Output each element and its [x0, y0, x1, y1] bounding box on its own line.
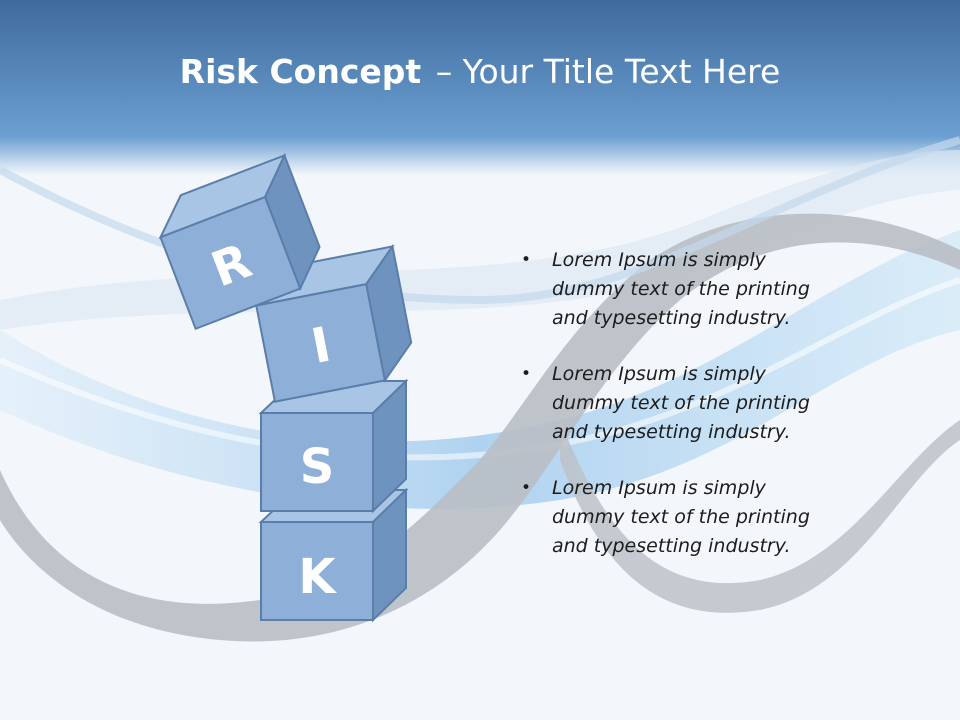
cube-s-front	[260, 412, 374, 512]
cube-k-front	[260, 521, 374, 621]
bullet-item-3: • Lorem Ipsum is simply dummy text of th…	[520, 474, 940, 561]
title-bold: Risk Concept	[179, 52, 422, 91]
bullet-1-line-3: and typesetting industry.	[552, 307, 791, 329]
bullet-3-line-1: Lorem Ipsum is simply	[552, 477, 766, 499]
cube-i-front	[255, 282, 387, 403]
bullet-2-line-3: and typesetting industry.	[552, 421, 791, 443]
wave-grey-left	[0, 213, 960, 642]
bullet-list: • Lorem Ipsum is simply dummy text of th…	[520, 246, 940, 588]
bullet-item-2: • Lorem Ipsum is simply dummy text of th…	[520, 360, 940, 447]
cube-r: R	[158, 152, 321, 331]
bullet-2-line-2: dummy text of the printing	[552, 392, 810, 414]
cube-k-letter: K	[298, 549, 337, 605]
bullet-item-1: • Lorem Ipsum is simply dummy text of th…	[520, 246, 940, 333]
slide-title: Risk Concept – Your Title Text Here	[0, 52, 960, 91]
wave-grey-right	[560, 420, 960, 613]
bullet-3-line-3: and typesetting industry.	[552, 535, 791, 557]
bullet-1-line-2: dummy text of the printing	[552, 278, 810, 300]
bullet-2-line-1: Lorem Ipsum is simply	[552, 363, 766, 385]
cube-r-front	[159, 195, 302, 331]
title-rest: – Your Title Text Here	[435, 52, 781, 91]
wave-thin-line	[0, 136, 960, 305]
cube-s-letter: S	[300, 439, 335, 495]
bullet-dot-1: •	[521, 250, 532, 270]
cube-i: I	[253, 243, 413, 403]
bullet-3-line-2: dummy text of the printing	[552, 506, 810, 528]
bullet-1-line-1: Lorem Ipsum is simply	[552, 249, 766, 271]
bullet-dot-3: •	[521, 478, 532, 498]
bullet-dot-2: •	[521, 364, 532, 384]
header-band	[0, 0, 960, 175]
